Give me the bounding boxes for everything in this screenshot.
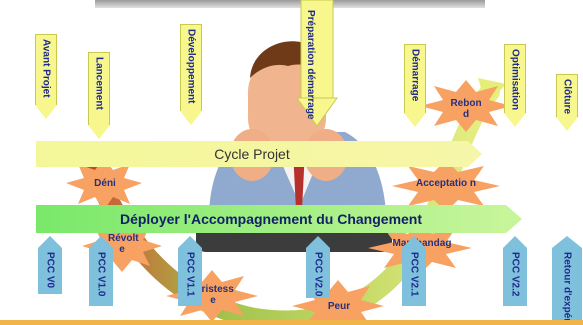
milestone-pcc-v2-0: PCC V2.0	[306, 236, 330, 298]
milestone-arrowhead	[178, 236, 202, 248]
milestone-arrowhead	[503, 236, 527, 248]
milestone-label: PCC V2.0	[312, 252, 324, 297]
milestone-label: PCC V1.0	[95, 252, 107, 297]
emotion-label-tristesse: Tristess e	[196, 284, 234, 306]
phase-arrowhead	[504, 113, 526, 127]
milestone-pcc-v2-1: PCC V2.1	[402, 236, 426, 306]
phase-arrowhead	[88, 125, 110, 139]
star-acceptation	[392, 160, 500, 212]
phase-arrowhead	[404, 113, 426, 127]
milestone-pcc-v2-2: PCC V2.2	[503, 236, 527, 306]
milestone-pcc-v0: PCC V0	[38, 236, 62, 294]
phase-label: Avant Projet	[40, 39, 52, 98]
milestone-arrowhead	[306, 236, 330, 248]
star-rebond	[420, 80, 512, 132]
phase-optimisation: Optimisation	[504, 44, 526, 127]
milestone-arrowhead	[38, 236, 62, 248]
milestone-arrowhead	[402, 236, 426, 248]
emotion-label-revolte: Révolt e	[108, 233, 139, 255]
milestone-label: PCC V2.1	[408, 252, 420, 297]
phase-arrowhead	[180, 111, 202, 125]
top-strip	[95, 0, 485, 8]
emotion-label-rebond: Rebon d	[450, 98, 482, 120]
phase-label: Clôture	[561, 79, 573, 114]
milestone-arrowhead	[552, 236, 582, 248]
milestone-label: Retour d'expérience	[561, 252, 573, 325]
phase-developpement: Développement	[180, 24, 202, 125]
phase-demarrage: Démarrage	[404, 44, 426, 127]
star-deni	[66, 158, 142, 210]
phase-arrow-preparation	[297, 0, 338, 127]
phase-avant-projet: Avant Projet	[35, 34, 57, 119]
phase-label: Démarrage	[409, 49, 421, 102]
milestone-pcc-v1-0: PCC V1.0	[89, 236, 113, 306]
phase-lancement: Lancement	[88, 52, 110, 139]
phase-arrowhead	[556, 117, 578, 131]
phase-label: Développement	[185, 29, 197, 104]
cycle-projet-arrowhead	[468, 141, 482, 167]
emotion-label-deni: Déni	[94, 178, 116, 189]
cycle-projet-bar: Cycle Projet	[36, 141, 468, 167]
phase-arrowhead	[35, 105, 57, 119]
milestone-label: PCC V1.1	[184, 252, 196, 297]
deploy-change-bar: Déployer l'Accompagnement du Changement	[36, 205, 506, 233]
phase-label-preparation: Préparation démarrage	[305, 10, 316, 120]
milestone-label: PCC V2.2	[509, 252, 521, 297]
bottom-line	[0, 320, 583, 325]
emotion-label-acceptation: Acceptatio n	[415, 178, 476, 189]
phase-cloture: Clôture	[556, 74, 578, 131]
phase-label: Lancement	[93, 57, 105, 110]
milestone-pcc-v1-1: PCC V1.1	[178, 236, 202, 306]
milestone-label: PCC V0	[44, 252, 56, 289]
phase-label: Optimisation	[509, 49, 521, 111]
deploy-change-arrowhead	[506, 205, 522, 233]
milestone-arrowhead	[89, 236, 113, 248]
milestone-retour-experience: Retour d'expérience	[552, 236, 582, 325]
emotion-label-peur: Peur	[327, 301, 351, 312]
